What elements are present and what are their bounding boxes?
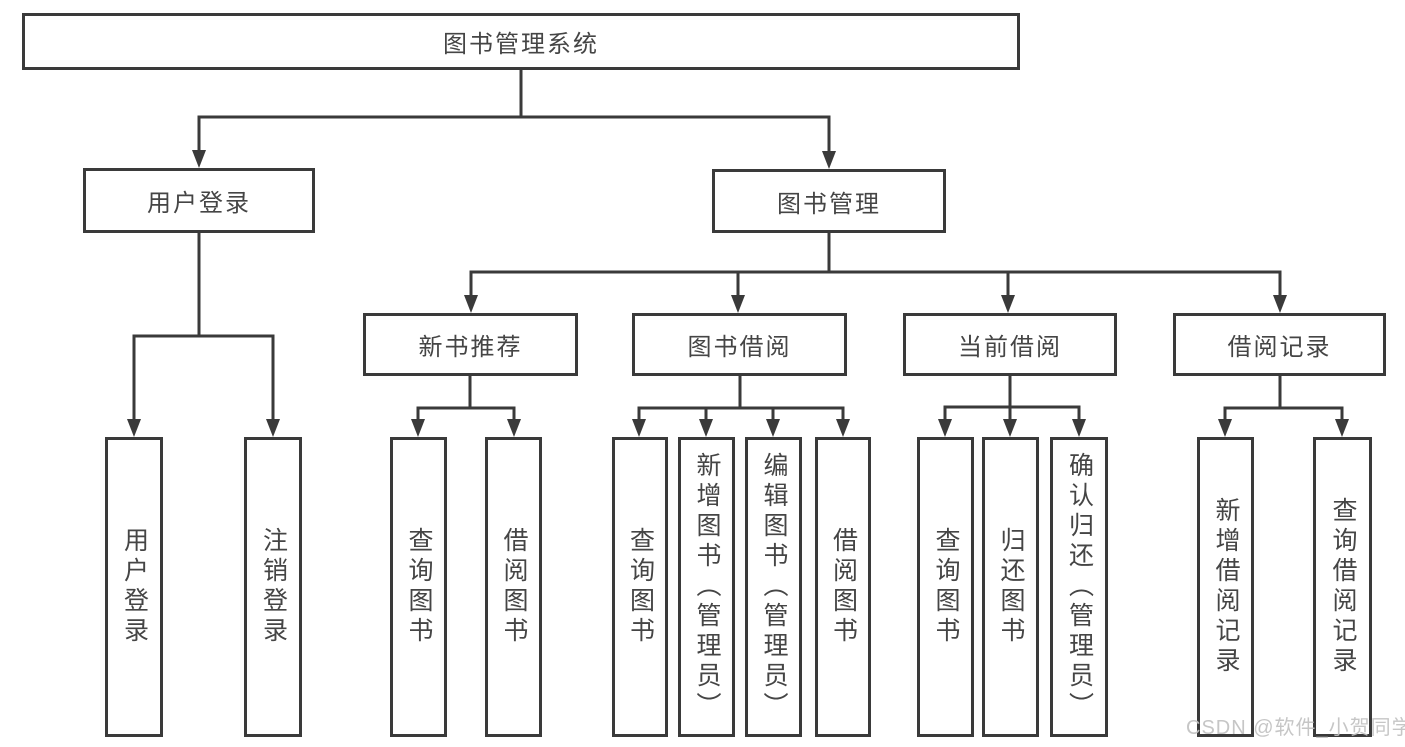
arrowhead-current-borrowing: [1001, 295, 1015, 313]
leaf-query-borrow-record: 查询借阅记录: [1313, 437, 1372, 737]
node-label: 借阅图书: [500, 527, 528, 647]
leaf-query-books-borrowing: 查询图书: [612, 437, 668, 737]
node-book-management: 图书管理: [712, 169, 946, 233]
arrowhead-cb-return-book: [1003, 419, 1017, 437]
node-label: 新书推荐: [418, 334, 523, 361]
leaf-user-login: 用户登录: [105, 437, 163, 737]
arrowhead-borrowing-records: [1273, 295, 1287, 313]
node-label: 图书管理: [777, 190, 881, 218]
node-label: 当前借阅: [958, 334, 1062, 361]
leaf-borrow-books-borrowing: 借阅图书: [815, 437, 871, 737]
arrowhead-user-login: [192, 150, 206, 168]
arrowhead-bb-add-book: [699, 419, 713, 437]
node-label: 查询图书: [932, 527, 960, 647]
arrowhead-bb-query-books: [632, 419, 646, 437]
arrowhead-br-query-record: [1335, 419, 1349, 437]
node-label: 新增图书（管理员）: [693, 452, 721, 722]
arrowhead-br-add-record: [1218, 419, 1232, 437]
node-label: 新增借阅记录: [1212, 497, 1240, 677]
arrowhead-cb-query-books: [938, 419, 952, 437]
node-label: 图书借阅: [687, 334, 792, 361]
leaf-borrow-books-recommend: 借阅图书: [485, 437, 542, 737]
arrowhead-cb-confirm-return: [1072, 419, 1086, 437]
node-label: 编辑图书（管理员）: [760, 452, 788, 722]
node-label: 借阅记录: [1227, 334, 1332, 361]
leaf-query-books-recommend: 查询图书: [390, 437, 447, 737]
node-label: 图书管理系统: [443, 31, 599, 58]
connector-borrowing-records-branch: [1223, 376, 1344, 421]
leaf-logout-login: 注销登录: [244, 437, 302, 737]
connector-book-borrowing-branch: [637, 376, 845, 421]
node-label: 查询借阅记录: [1329, 497, 1357, 677]
node-user-login: 用户登录: [83, 168, 315, 233]
arrowhead-nb-borrow-books: [507, 419, 521, 437]
leaf-confirm-return-admin: 确认归还（管理员）: [1050, 437, 1108, 737]
arrowhead-bb-borrow-books: [836, 419, 850, 437]
csdn-watermark: CSDN @软件_小贺同学: [1186, 717, 1405, 739]
node-current-borrowing: 当前借阅: [903, 313, 1117, 376]
connector-user-login-branch: [132, 233, 275, 421]
node-label: 查询图书: [626, 527, 655, 647]
leaf-add-borrow-record: 新增借阅记录: [1197, 437, 1254, 737]
arrowhead-book-borrowing: [731, 295, 745, 313]
node-label: 借阅图书: [829, 527, 858, 647]
connector-root-to-level2: [197, 70, 831, 152]
node-root-library-management-system: 图书管理系统: [22, 13, 1020, 70]
node-label: 查询图书: [405, 527, 433, 647]
node-new-book-recommendation: 新书推荐: [363, 313, 578, 376]
node-label: 注销登录: [259, 527, 288, 647]
node-borrowing-records: 借阅记录: [1173, 313, 1386, 376]
arrowhead-leaf-logout: [266, 419, 280, 437]
arrowhead-bb-edit-book: [766, 419, 780, 437]
leaf-edit-book-admin: 编辑图书（管理员）: [745, 437, 802, 737]
node-label: 确认归还（管理员）: [1065, 452, 1094, 722]
arrowhead-leaf-user-login: [127, 419, 141, 437]
leaf-query-books-current: 查询图书: [917, 437, 974, 737]
node-label: 归还图书: [997, 527, 1025, 647]
node-label: 用户登录: [120, 527, 149, 647]
leaf-return-book: 归还图书: [982, 437, 1039, 737]
arrowhead-new-book-recommendation: [464, 295, 478, 313]
node-label: 用户登录: [147, 190, 251, 217]
arrowhead-nb-query-books: [411, 419, 425, 437]
node-book-borrowing: 图书借阅: [632, 313, 847, 376]
connector-new-book-branch: [416, 376, 516, 421]
leaf-add-book-admin: 新增图书（管理员）: [678, 437, 735, 737]
arrowhead-book-management: [822, 151, 836, 169]
connector-book-management-branch: [469, 233, 1282, 297]
connector-current-borrowing-branch: [943, 376, 1081, 421]
